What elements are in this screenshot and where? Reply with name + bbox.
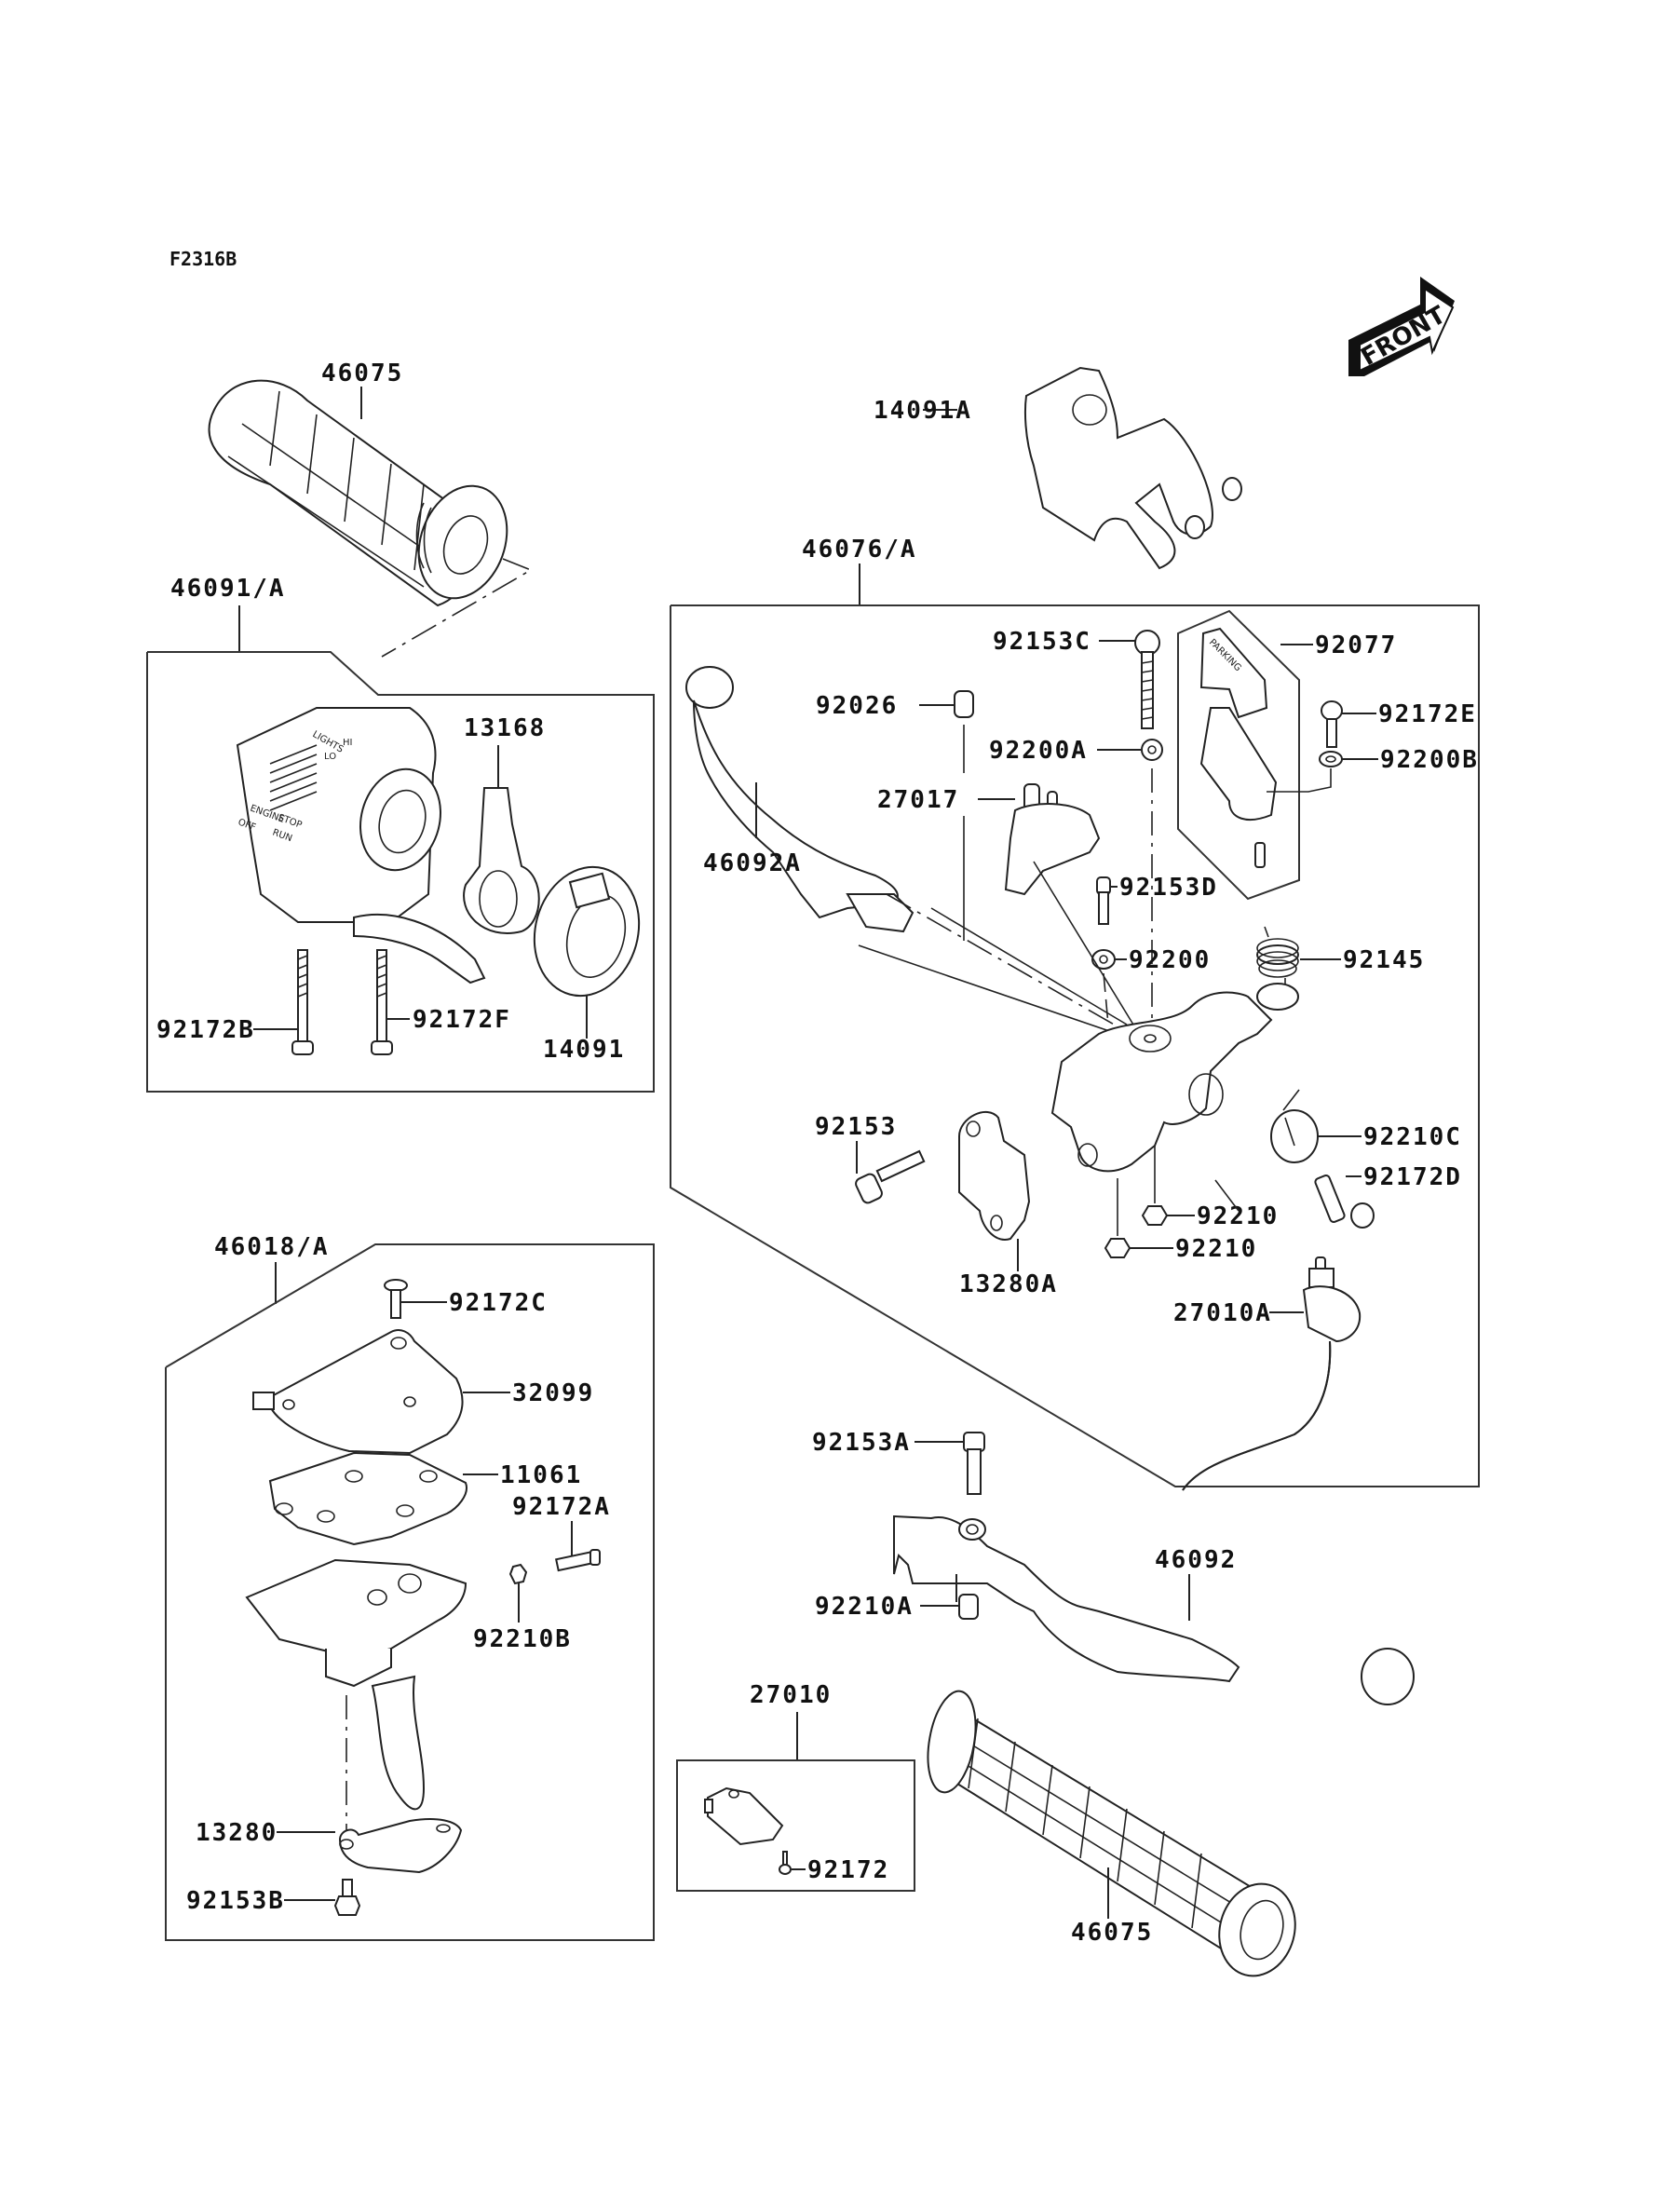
- nut-92210B-drawing: [508, 1563, 528, 1585]
- assembly-46076A-label: 46076/A: [802, 536, 917, 564]
- label-92026: 92026: [816, 692, 898, 720]
- left-switch-housing-drawing: LIGHTS HI LO ENGINE OFF STOP RUN: [236, 707, 486, 985]
- label-13168: 13168: [464, 714, 546, 742]
- label-92172F: 92172F: [413, 1006, 511, 1034]
- screw-92172C-drawing: [384, 1279, 408, 1319]
- bolt-92153-drawing: [855, 1149, 926, 1204]
- explode-lines: [858, 861, 1137, 1035]
- clamp-13280-drawing: [338, 1818, 463, 1874]
- label-92210C: 92210C: [1363, 1123, 1462, 1151]
- assembly-46091A-label: 46091/A: [170, 575, 286, 603]
- part-14091-drawing: [533, 865, 641, 998]
- switch-27010A-drawing: [1182, 1256, 1362, 1491]
- lever-46092-drawing: [893, 1514, 1415, 1705]
- part-27017-drawing: [1004, 783, 1101, 896]
- part-92077-box: [1177, 609, 1300, 901]
- screw-92172B-drawing: [291, 949, 314, 1055]
- nut-92210A-drawing: [958, 1594, 979, 1620]
- assembly-27010-label: 27010: [750, 1681, 832, 1709]
- svg-text:HI: HI: [343, 738, 352, 748]
- lever-46092A-drawing: [685, 666, 915, 933]
- label-92200B: 92200B: [1380, 746, 1479, 774]
- nut-92210-lower-drawing: [1104, 1238, 1131, 1258]
- lever-body-drawing: [1050, 983, 1299, 1173]
- label-92077: 92077: [1315, 631, 1397, 659]
- cover-32099-drawing: [252, 1329, 464, 1455]
- label-46075-bottom: 46075: [1071, 1919, 1153, 1947]
- label-27010A: 27010A: [1173, 1299, 1272, 1327]
- label-92200: 92200: [1129, 946, 1211, 974]
- washer-92200B-drawing: [1319, 751, 1343, 767]
- part-13168-drawing: [463, 787, 540, 934]
- label-92145: 92145: [1343, 946, 1425, 974]
- label-92172C: 92172C: [449, 1289, 548, 1317]
- diagram-code: F2316B: [169, 248, 237, 270]
- screw-92172F-drawing: [371, 949, 393, 1055]
- screw-92172D-drawing: [1314, 1175, 1375, 1229]
- screw-92172E-drawing: [1321, 700, 1343, 748]
- label-46092A: 46092A: [703, 849, 802, 877]
- label-13280: 13280: [196, 1819, 278, 1847]
- gasket-11061-drawing: [268, 1451, 467, 1546]
- label-14091A: 14091A: [874, 397, 972, 425]
- label-92153: 92153: [815, 1113, 897, 1141]
- label-27017: 27017: [877, 786, 959, 814]
- switch-27010-drawing: [704, 1786, 784, 1846]
- assembly-27010-box: [676, 1759, 915, 1892]
- label-92172D: 92172D: [1363, 1163, 1462, 1191]
- label-92210-upper: 92210: [1197, 1202, 1279, 1230]
- bolt-92172A-drawing: [555, 1549, 601, 1572]
- label-92210A: 92210A: [815, 1593, 914, 1621]
- label-14091: 14091: [543, 1036, 625, 1064]
- screw-92172-drawing: [779, 1851, 792, 1875]
- label-92153C: 92153C: [993, 628, 1091, 656]
- assembly-46091A-box: [146, 651, 655, 1093]
- label-92210B: 92210B: [473, 1625, 572, 1653]
- assembly-46018A-box: [165, 1243, 655, 1941]
- label-92153B: 92153B: [186, 1887, 285, 1915]
- label-46092: 46092: [1155, 1546, 1237, 1574]
- washer-92200-drawing: [1091, 949, 1116, 970]
- clamp-13280A-drawing: [958, 1111, 1031, 1241]
- grip-bottom-drawing: [927, 1690, 1296, 1977]
- bolt-92153B-drawing: [333, 1879, 361, 1916]
- label-92153D: 92153D: [1119, 874, 1218, 902]
- front-arrow-icon: FRONT: [1348, 277, 1455, 376]
- part-92077-drawing: PARKING: [1199, 627, 1278, 868]
- part-92026-drawing: [954, 690, 974, 718]
- bolt-92153D-drawing: [1096, 876, 1111, 925]
- label-92200A: 92200A: [989, 737, 1088, 765]
- svg-text:LO: LO: [324, 752, 336, 762]
- label-46075-top: 46075: [321, 360, 403, 387]
- bolt-92153A-drawing: [963, 1432, 985, 1495]
- throttle-housing-drawing: [245, 1558, 467, 1811]
- label-92172A: 92172A: [512, 1493, 611, 1521]
- part-92210C-drawing: [1270, 1109, 1319, 1163]
- assembly-46018A-label: 46018/A: [214, 1233, 330, 1261]
- label-13280A: 13280A: [959, 1270, 1058, 1298]
- part-14091A-drawing: [1023, 366, 1242, 570]
- label-92172E: 92172E: [1378, 700, 1477, 728]
- label-92210-lower: 92210: [1175, 1235, 1257, 1263]
- nut-92210-upper-drawing: [1141, 1205, 1169, 1226]
- label-32099: 32099: [512, 1379, 594, 1407]
- grip-top-drawing: [208, 379, 508, 607]
- assembly-46076A-box: [670, 604, 1480, 1487]
- label-92172B: 92172B: [156, 1016, 255, 1044]
- bolt-92153C-drawing: [1134, 630, 1160, 729]
- label-11061: 11061: [500, 1461, 582, 1489]
- washer-92200A-drawing: [1141, 739, 1163, 761]
- label-92172: 92172: [807, 1856, 889, 1884]
- label-92153A: 92153A: [812, 1429, 911, 1457]
- spring-92145-drawing: [1256, 926, 1299, 989]
